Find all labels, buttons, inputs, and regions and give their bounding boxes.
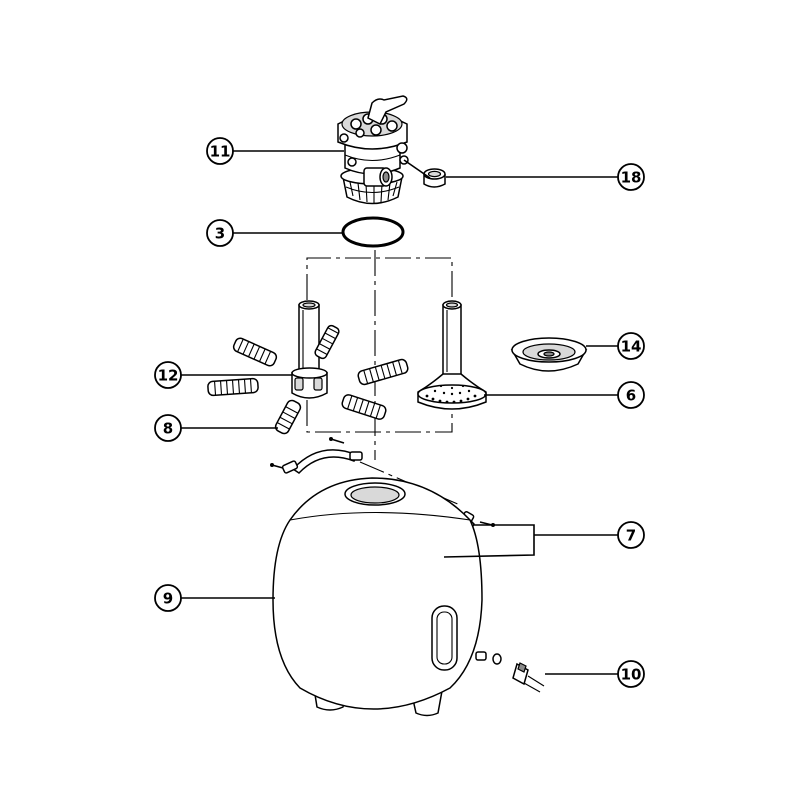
multiport-valve (337, 95, 409, 205)
callout-18: 18 (617, 163, 645, 191)
svg-text:18: 18 (621, 169, 642, 187)
callout-9: 9 (154, 584, 182, 612)
svg-text:6: 6 (626, 387, 636, 405)
callout-8: 8 (154, 414, 182, 442)
svg-text:11: 11 (210, 143, 231, 161)
callout-7: 7 (617, 521, 645, 549)
lateral-hub-pipe (291, 300, 328, 399)
callout-11: 11 (206, 137, 234, 165)
callout-10: 10 (617, 660, 645, 688)
o-ring (341, 216, 405, 248)
callout-3: 3 (206, 219, 234, 247)
svg-text:14: 14 (621, 338, 642, 356)
pressure-gauge-plug (423, 168, 446, 188)
diffuser-pipe (417, 300, 487, 410)
svg-text:7: 7 (626, 527, 636, 545)
callout-14: 14 (617, 332, 645, 360)
svg-text:9: 9 (163, 590, 173, 608)
filter-tank (272, 477, 487, 717)
lateral-tubes (207, 324, 409, 420)
callout-6: 6 (617, 381, 645, 409)
svg-text:12: 12 (158, 367, 179, 385)
single-lateral (274, 399, 302, 435)
cover-lid (510, 337, 588, 372)
svg-text:3: 3 (215, 225, 225, 243)
svg-text:8: 8 (163, 420, 173, 438)
leader-lines (181, 150, 618, 675)
svg-text:10: 10 (621, 666, 642, 684)
drain-plug (492, 653, 545, 693)
callout-12: 12 (154, 361, 182, 389)
